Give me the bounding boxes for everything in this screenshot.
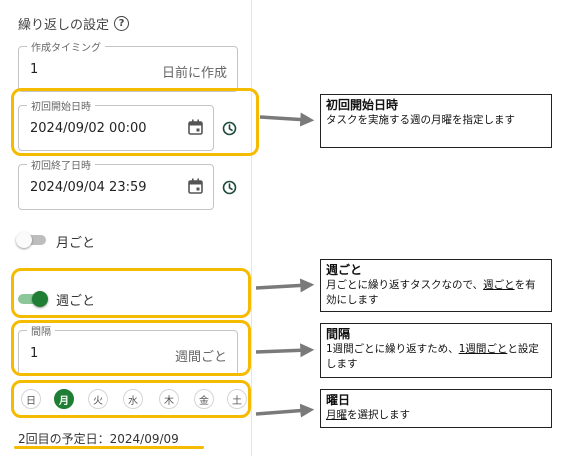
callout-interval: 間隔 1週間ごとに繰り返すため、1週間ごとと設定します xyxy=(320,323,552,378)
callout-weekday: 曜日 月曜を選択します xyxy=(320,389,552,428)
section-title: 繰り返しの設定 ? xyxy=(18,14,130,33)
arrow-interval xyxy=(255,343,315,358)
callout-weekly-body-2: を有効にします xyxy=(326,279,536,306)
first-end-datetime-field[interactable]: 初回終了日時 2024/09/04 23:59 xyxy=(18,157,214,210)
callout-weekly-body-1: 月ごとに繰り返すタスクなので、 xyxy=(326,279,484,291)
clock-icon[interactable] xyxy=(222,180,237,195)
monthly-toggle-label: 月ごと xyxy=(56,236,96,251)
help-icon[interactable]: ? xyxy=(114,16,130,31)
callout-weekly-title: 週ごと xyxy=(326,263,363,277)
callout-first-start-title: 初回開始日時 xyxy=(326,98,399,112)
highlight-first-start xyxy=(11,88,259,156)
highlight-interval xyxy=(11,320,251,376)
creation-timing-field[interactable]: 作成タイミング 1 日前に作成 xyxy=(18,39,238,92)
weekday-wed[interactable]: 水 xyxy=(123,389,143,409)
first-start-datetime-field[interactable]: 初回開始日時 2024/09/02 00:00 xyxy=(18,98,214,151)
weekday-fri[interactable]: 金 xyxy=(194,389,214,409)
section-title-text: 繰り返しの設定 xyxy=(18,18,110,33)
callout-interval-body-1: 1週間ごとに繰り返すため、 xyxy=(326,343,459,355)
weekday-tue[interactable]: 火 xyxy=(88,389,108,409)
interval-suffix: 週間ごと xyxy=(174,350,227,365)
calendar-icon[interactable] xyxy=(188,119,203,135)
weekly-toggle[interactable] xyxy=(18,291,48,307)
callout-interval-link: 1週間ごと xyxy=(458,343,508,355)
callout-weekday-link: 月曜 xyxy=(326,409,347,421)
creation-timing-suffix: 日前に作成 xyxy=(161,66,227,81)
interval-field[interactable]: 間隔 1 週間ごと xyxy=(18,323,238,376)
callout-weekday-body-2: を選択します xyxy=(347,409,410,421)
weekday-sun[interactable]: 日 xyxy=(21,389,41,409)
arrow-weekly xyxy=(255,278,315,293)
callout-interval-title: 間隔 xyxy=(326,327,351,341)
weekly-toggle-thumb xyxy=(32,291,48,307)
weekday-mon[interactable]: 月 xyxy=(54,389,74,409)
callout-weekly-body: 月ごとに繰り返すタスクなので、週ごとを有効にします xyxy=(326,278,546,308)
monthly-toggle-track xyxy=(18,235,46,245)
recurrence-settings-panel: 繰り返しの設定 ? 作成タイミング 1 日前に作成 初回開始日時 2024/09… xyxy=(0,0,252,456)
arrow-weekday xyxy=(255,403,315,418)
interval-value: 1 xyxy=(30,346,39,361)
highlight-weekly xyxy=(11,268,251,318)
arrow-first-start xyxy=(259,112,315,127)
clock-icon[interactable] xyxy=(222,121,237,136)
highlight-next-date-underline xyxy=(14,446,204,449)
first-end-label: 初回終了日時 xyxy=(27,157,95,172)
weekday-sat[interactable]: 土 xyxy=(227,389,247,409)
monthly-toggle[interactable] xyxy=(16,232,48,248)
callout-weekday-body: 月曜を選択します xyxy=(326,408,546,423)
weekly-toggle-label: 週ごと xyxy=(56,294,96,309)
weekday-thu[interactable]: 木 xyxy=(159,389,179,409)
callout-weekday-title: 曜日 xyxy=(326,393,351,407)
creation-timing-value: 1 xyxy=(30,62,39,77)
calendar-icon[interactable] xyxy=(188,178,203,194)
interval-label: 間隔 xyxy=(27,323,55,338)
first-start-value: 2024/09/02 00:00 xyxy=(30,121,147,136)
callout-weekly-link: 週ごと xyxy=(483,279,515,291)
next-scheduled-date: 2回目の予定日：2024/09/09 xyxy=(18,432,179,446)
monthly-toggle-thumb xyxy=(16,232,32,248)
callout-weekly: 週ごと 月ごとに繰り返すタスクなので、週ごとを有効にします xyxy=(320,259,552,312)
callout-interval-body: 1週間ごとに繰り返すため、1週間ごとと設定します xyxy=(326,342,546,372)
first-start-label: 初回開始日時 xyxy=(27,98,95,113)
callout-interval-body-2: と設定します xyxy=(326,343,539,370)
creation-timing-label: 作成タイミング xyxy=(27,39,105,54)
first-end-value: 2024/09/04 23:59 xyxy=(30,180,147,195)
callout-first-start-body: タスクを実施する週の月曜を指定します xyxy=(326,114,515,126)
highlight-weekdays xyxy=(11,380,251,418)
callout-first-start: 初回開始日時 タスクを実施する週の月曜を指定します xyxy=(320,94,552,148)
